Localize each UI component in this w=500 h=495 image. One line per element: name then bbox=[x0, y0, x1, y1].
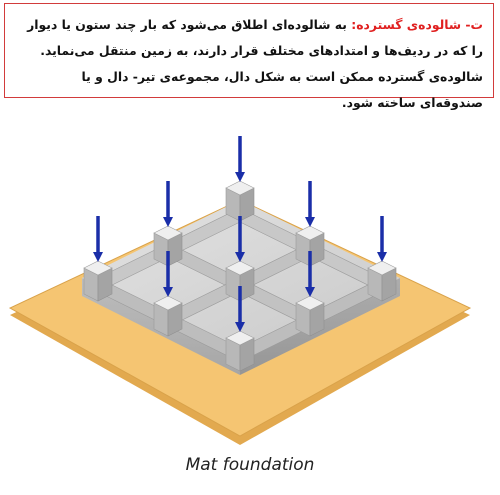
load-arrow bbox=[235, 216, 245, 262]
column-stub bbox=[83, 260, 113, 302]
load-arrow bbox=[377, 216, 387, 262]
load-arrow bbox=[163, 181, 173, 227]
mat-foundation-illustration bbox=[8, 136, 472, 445]
column-stubs bbox=[83, 180, 397, 372]
definition-box: ت- شالوده‌ی گسترده: به شالوده‌ای اطلاق م… bbox=[4, 3, 494, 110]
figure-caption: Mat foundation bbox=[185, 455, 315, 475]
definition-label: ت- شالوده‌ی گسترده: bbox=[351, 17, 483, 32]
column-stub bbox=[295, 225, 325, 267]
definition-body: به شالوده‌ای اطلاق می‌شود که بار چند ستو… bbox=[27, 17, 483, 110]
column-stub bbox=[367, 260, 397, 302]
load-arrows bbox=[93, 136, 387, 332]
load-arrow bbox=[305, 251, 315, 297]
column-stub bbox=[225, 330, 255, 372]
definition-paragraph: ت- شالوده‌ی گسترده: به شالوده‌ای اطلاق م… bbox=[15, 12, 483, 116]
load-arrow bbox=[163, 251, 173, 297]
load-arrow bbox=[305, 181, 315, 227]
load-arrow bbox=[235, 136, 245, 182]
column-stub bbox=[153, 225, 183, 267]
column-stub bbox=[225, 180, 255, 222]
load-arrow bbox=[93, 216, 103, 262]
column-stub bbox=[225, 260, 255, 302]
load-arrow bbox=[235, 286, 245, 332]
column-stub bbox=[295, 295, 325, 337]
column-stub bbox=[153, 295, 183, 337]
